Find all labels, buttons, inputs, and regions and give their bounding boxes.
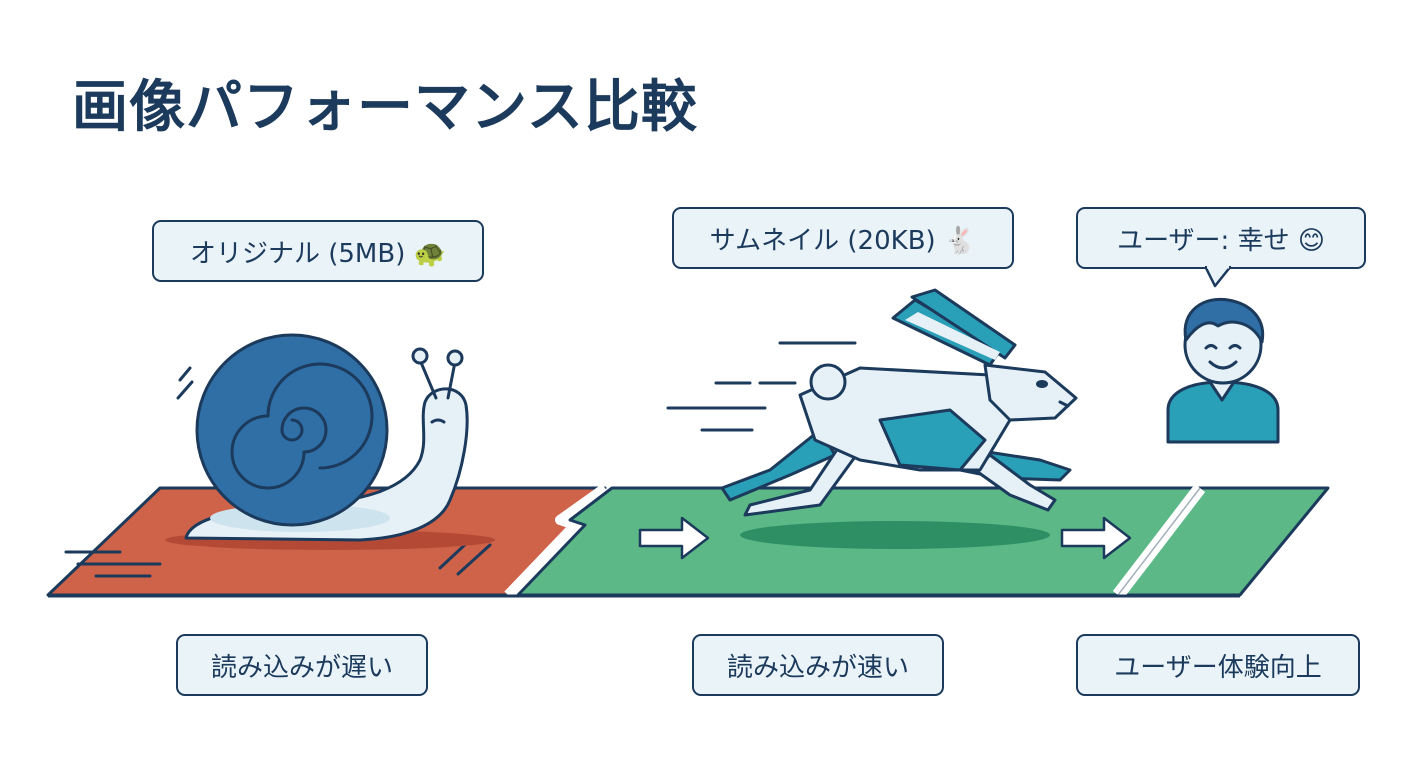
arrow-right-icon — [1060, 516, 1132, 560]
finish-line-edge — [1117, 487, 1201, 596]
ux-improved-caption: ユーザー体験向上 — [1076, 634, 1360, 696]
finish-line — [1112, 484, 1206, 599]
slow-motion-lines — [64, 366, 492, 578]
slow-load-caption: 読み込みが遅い — [176, 634, 428, 696]
user-status-bubble: ユーザー: 幸せ 😊 — [1076, 207, 1366, 269]
speech-bubble-tail — [1205, 266, 1231, 288]
happy-user-icon — [1166, 297, 1280, 444]
rabbit-icon — [720, 288, 1078, 517]
page-title: 画像パフォーマンス比較 — [72, 75, 698, 140]
rabbit-shadow — [740, 521, 1050, 549]
snail-icon — [165, 333, 495, 550]
fast-load-caption: 読み込みが速い — [692, 634, 944, 696]
original-size-label: オリジナル (5MB) 🐢 — [152, 220, 484, 282]
arrow-right-icon — [638, 516, 710, 560]
thumbnail-size-label: サムネイル (20KB) 🐇 — [672, 207, 1014, 269]
fast-motion-lines — [666, 341, 857, 432]
track-split-line — [504, 483, 608, 599]
